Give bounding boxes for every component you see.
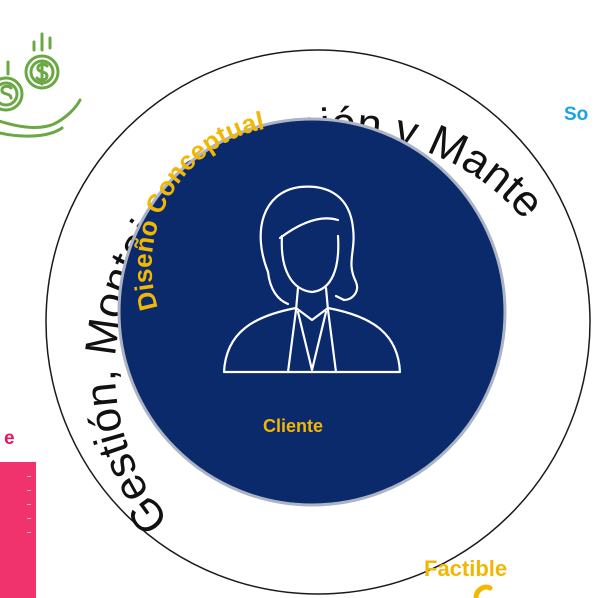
pink-side-panel <box>0 462 36 598</box>
edge-label-top-right: So <box>564 104 589 125</box>
inner-circle <box>117 117 507 507</box>
edge-label-bottom-right: Factible <box>424 556 508 581</box>
edge-label-left: e <box>4 428 15 449</box>
bottom-right-fragment <box>473 584 493 598</box>
center-label: Cliente <box>263 416 323 436</box>
money-hand-icon <box>0 32 82 138</box>
client-person-icon <box>222 185 402 374</box>
